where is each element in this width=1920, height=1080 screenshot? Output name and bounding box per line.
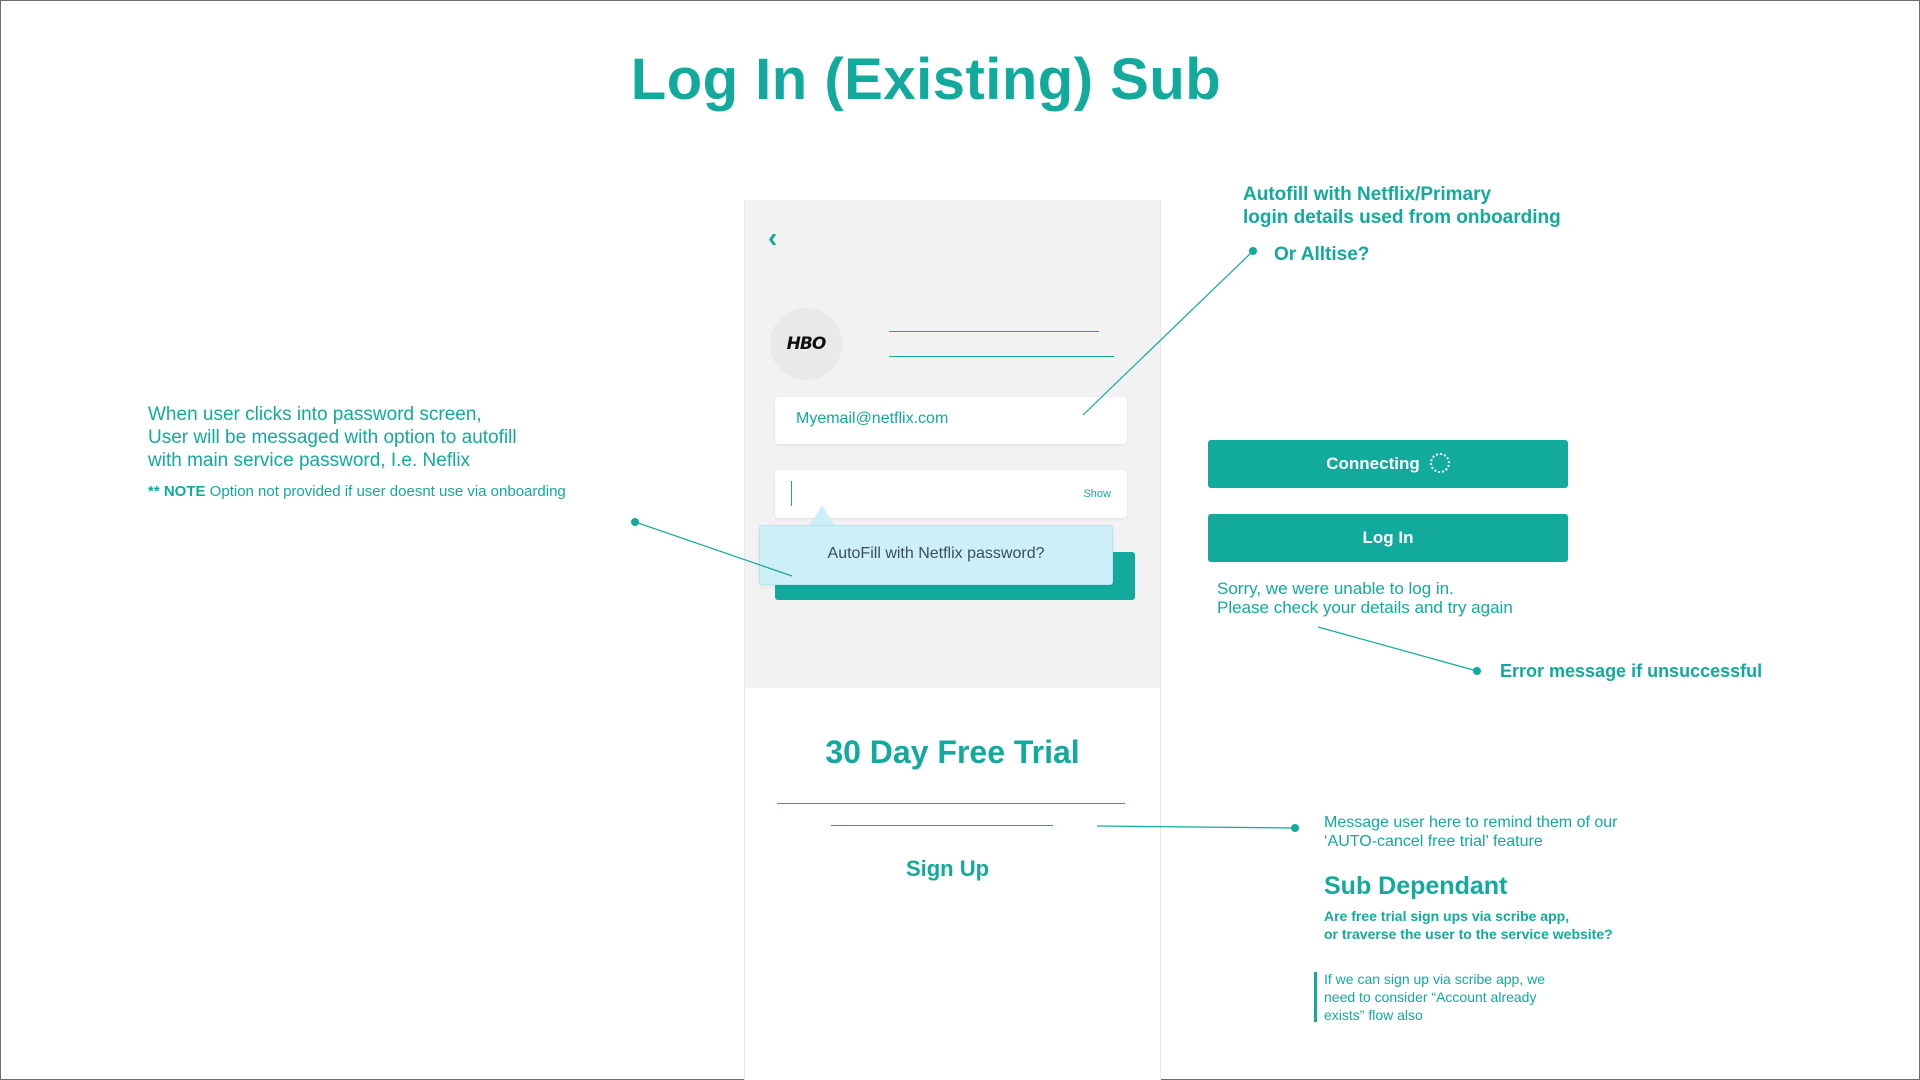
password-input[interactable]: Show (775, 470, 1127, 518)
note-line: login details used from onboarding (1243, 207, 1561, 228)
phone-mockup: ‹ HBO Myemail@netflix.com Show AutoFill … (744, 200, 1161, 1080)
note-line: Autofill with Netflix/Primary (1243, 184, 1492, 205)
note-line: Message user here to remind them of our (1324, 814, 1618, 831)
hbo-logo-text: HBO (786, 334, 827, 354)
trial-message-placeholder-line (831, 825, 1053, 826)
note-line: or traverse the user to the service webs… (1324, 926, 1613, 942)
subtitle-placeholder-line (889, 356, 1114, 357)
tooltip-arrow (809, 505, 835, 526)
login-button[interactable]: Log In (1208, 514, 1568, 562)
autofill-tooltip-text: AutoFill with Netflix password? (827, 545, 1045, 562)
connecting-label: Connecting (1326, 454, 1420, 473)
connector-dot (631, 518, 639, 526)
title-placeholder-line (889, 331, 1099, 332)
connector-password-note (634, 521, 793, 577)
note-line: with main service password, I.e. Neflix (148, 450, 471, 471)
error-annotation: Error message if unsuccessful (1500, 661, 1763, 681)
sub-dependant-heading: Sub Dependant (1324, 872, 1508, 900)
account-exists-note: If we can sign up via scribe app, we nee… (1324, 970, 1604, 1024)
note-line: ‘AUTO-cancel free trial’ feature (1324, 833, 1543, 850)
note-line: When user clicks into password screen, (148, 404, 482, 425)
note-text: Option not provided if user doesnt use v… (205, 483, 566, 500)
connector-reminder-note (1096, 825, 1296, 829)
trial-divider-line (777, 803, 1125, 804)
connecting-button-state[interactable]: Connecting (1208, 440, 1568, 488)
email-value: Myemail@netflix.com (796, 410, 949, 427)
quote-bar (1314, 972, 1317, 1022)
password-autofill-note: When user clicks into password screen, U… (148, 403, 517, 472)
error-line: Sorry, we were unable to log in. (1217, 579, 1454, 598)
autofill-annotation: Autofill with Netflix/Primary login deta… (1243, 183, 1561, 229)
free-trial-title: 30 Day Free Trial (825, 734, 1080, 770)
onboarding-note: ** NOTE Option not provided if user does… (148, 483, 566, 500)
sign-up-link[interactable]: Sign Up (905, 856, 990, 881)
connector-dot (1249, 247, 1257, 255)
login-label: Log In (1362, 528, 1414, 547)
note-prefix: ** NOTE (148, 483, 206, 500)
chevron-left-icon[interactable]: ‹ (768, 222, 778, 253)
connector-autofill-note (1082, 250, 1254, 416)
connector-error-note (1317, 626, 1478, 672)
phone-login-area (745, 200, 1160, 688)
email-input[interactable]: Myemail@netflix.com (775, 397, 1127, 444)
note-line: User will be messaged with option to aut… (148, 427, 517, 448)
note-line: Are free trial sign ups via scribe app, (1324, 908, 1570, 924)
show-password-toggle[interactable]: Show (1083, 488, 1111, 500)
note-line: need to consider “Account already (1324, 989, 1537, 1005)
loading-spinner-icon (1429, 453, 1450, 474)
error-line: Please check your details and try again (1217, 598, 1513, 617)
sub-dependant-question: Are free trial sign ups via scribe app, … (1324, 907, 1613, 943)
error-message: Sorry, we were unable to log in. Please … (1217, 579, 1513, 617)
page-title: Log In (Existing) Sub (630, 47, 1222, 112)
autofill-tooltip[interactable]: AutoFill with Netflix password? (759, 525, 1113, 585)
note-line: If we can sign up via scribe app, we (1324, 971, 1546, 987)
text-caret (791, 481, 792, 506)
connector-dot (1473, 667, 1481, 675)
connector-dot (1291, 824, 1299, 832)
note-line: exists” flow also (1324, 1007, 1423, 1023)
service-logo: HBO (770, 308, 842, 380)
alltise-question: Or Alltise? (1274, 244, 1370, 265)
free-trial-reminder-note: Message user here to remind them of our … (1324, 813, 1617, 851)
